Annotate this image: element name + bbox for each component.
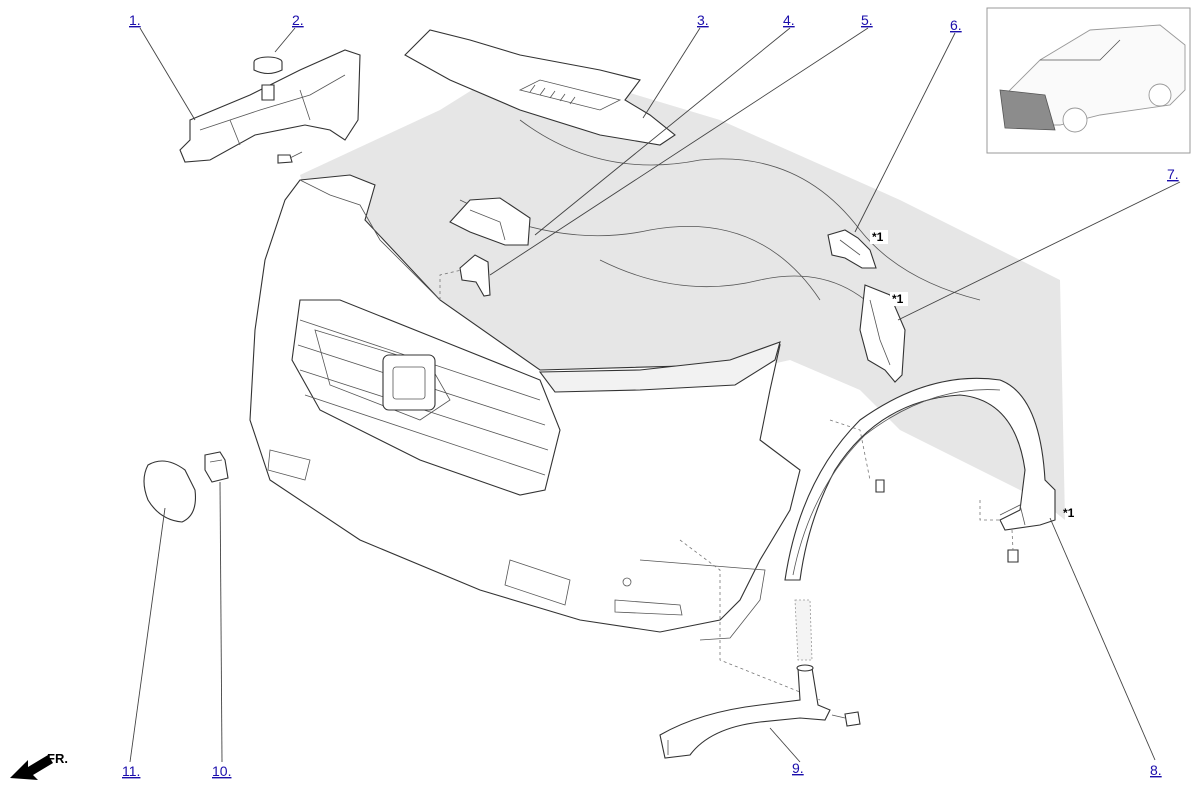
callout-8[interactable]: 8. [1150, 762, 1162, 778]
footnote-markers: *1 *1 *1 [870, 230, 1075, 520]
vehicle-location-thumbnail [986, 7, 1191, 154]
front-bumper-assembly [249, 174, 821, 701]
front-direction-label: FR. [47, 751, 68, 766]
callout-9[interactable]: 9. [792, 760, 804, 776]
callout-5[interactable]: 5. [861, 12, 873, 28]
part-6-bracket [827, 229, 877, 269]
part-5-clip [459, 254, 491, 297]
note-marker-part-8: *1 [1063, 506, 1075, 520]
part-1-air-guide [179, 49, 361, 164]
front-direction-arrow-icon [10, 755, 53, 780]
note-marker-part-6: *1 [872, 230, 884, 244]
part-4-bracket [449, 197, 531, 246]
callout-6[interactable]: 6. [950, 17, 962, 33]
note-marker-part-7: *1 [892, 292, 904, 306]
part-2-cap [253, 56, 283, 101]
part-3-upper-shield [404, 29, 676, 146]
callout-labels: 1. 2. 3. 4. 5. 6. 7. 8. 9. 10. 11. [122, 12, 1179, 779]
front-direction-indicator: FR. [10, 751, 68, 780]
callout-11[interactable]: 11. [122, 763, 140, 779]
part-11-tow-hook-cover [143, 460, 197, 523]
callout-7[interactable]: 7. [1167, 166, 1179, 182]
callout-4[interactable]: 4. [783, 12, 795, 28]
callout-3[interactable]: 3. [697, 12, 709, 28]
part-8-wheel-arch-molding [784, 377, 1056, 581]
callout-2[interactable]: 2. [292, 12, 304, 28]
callout-10[interactable]: 10. [212, 763, 231, 779]
callout-1[interactable]: 1. [129, 12, 141, 28]
part-7-splash-panel [859, 284, 906, 383]
leader-lines [129, 27, 1181, 763]
part-10-small-cover [204, 451, 229, 483]
part-9-air-duct [659, 599, 861, 759]
